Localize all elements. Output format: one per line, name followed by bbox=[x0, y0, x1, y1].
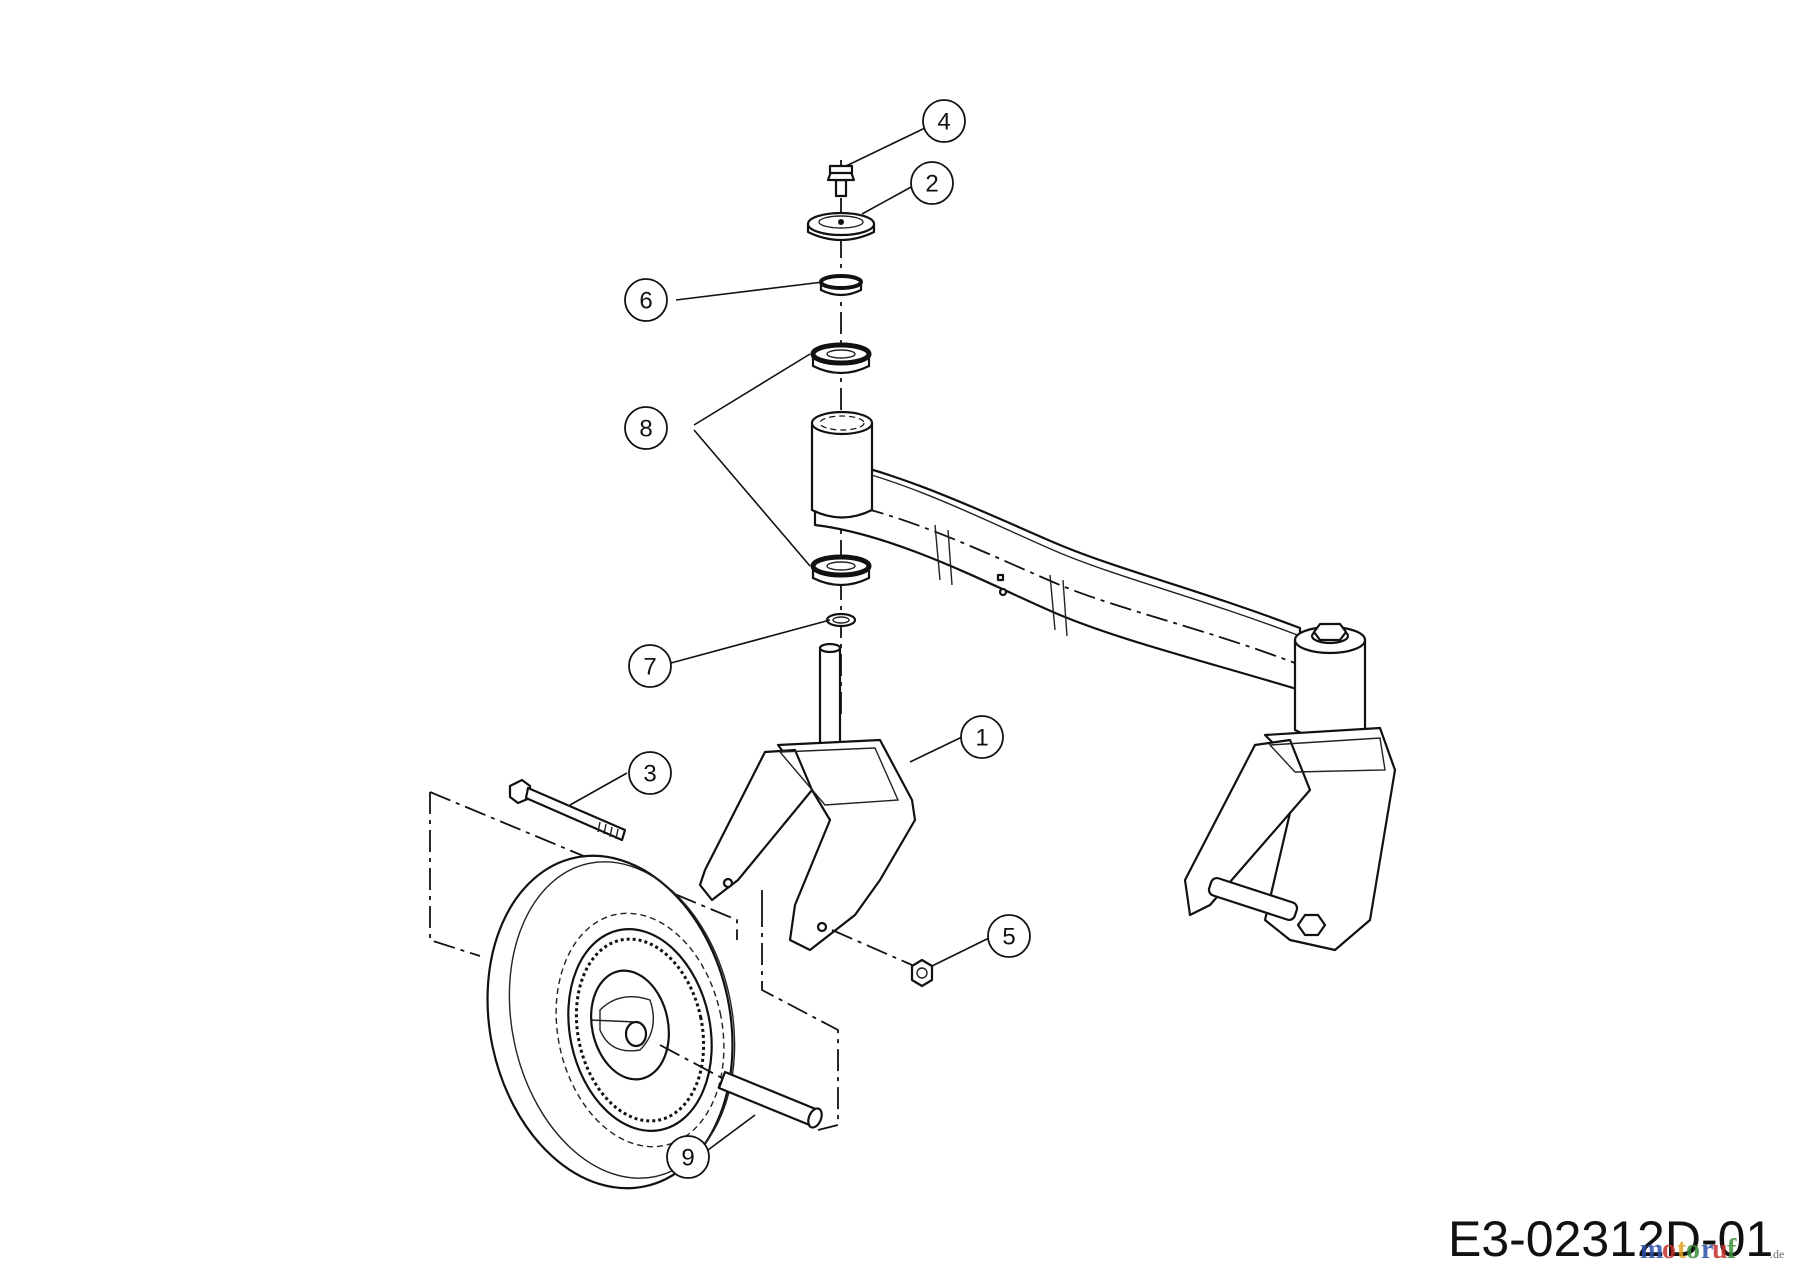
callout-4: 4 bbox=[922, 99, 966, 143]
leader-lines bbox=[569, 127, 990, 1151]
lower-bearing bbox=[810, 554, 872, 587]
right-pivot-tube bbox=[1293, 622, 1367, 740]
svg-text:t: t bbox=[1677, 1234, 1687, 1265]
callout-3-label: 3 bbox=[643, 761, 656, 788]
svg-text:u: u bbox=[1712, 1234, 1728, 1265]
svg-text:r: r bbox=[1701, 1234, 1713, 1265]
left-caster-fork bbox=[698, 642, 917, 952]
callout-4-label: 4 bbox=[937, 109, 950, 136]
callout-2: 2 bbox=[910, 161, 954, 205]
wheel-assembly-outline-front bbox=[761, 890, 839, 1131]
spacer-tube bbox=[659, 1044, 823, 1129]
callout-7-label: 7 bbox=[643, 654, 656, 681]
wheel-assembly-outline-back bbox=[429, 791, 738, 957]
svg-text:o: o bbox=[1662, 1234, 1676, 1265]
nut-axis-line bbox=[831, 929, 913, 966]
callout-7: 7 bbox=[628, 644, 672, 688]
dust-cap bbox=[806, 211, 876, 242]
washer bbox=[825, 612, 857, 628]
upper-bearing bbox=[810, 342, 872, 375]
drawing-number: E3-02312D-01 bbox=[1448, 1211, 1773, 1267]
svg-text:o: o bbox=[1686, 1234, 1700, 1265]
seal bbox=[819, 274, 863, 297]
svg-text:f: f bbox=[1727, 1234, 1737, 1265]
axle-bolt bbox=[508, 778, 627, 842]
left-pivot-tube bbox=[810, 410, 874, 519]
callout-5-label: 5 bbox=[1002, 924, 1015, 951]
callout-5: 5 bbox=[987, 914, 1031, 958]
callout-6: 6 bbox=[624, 278, 668, 322]
callout-9: 9 bbox=[666, 1135, 710, 1179]
top-bolt bbox=[826, 164, 856, 198]
callout-8-label: 8 bbox=[639, 416, 652, 443]
watermark-logo: m o t o r u f .de bbox=[1640, 1234, 1784, 1265]
front-axle-beam bbox=[813, 454, 1302, 692]
callout-8: 8 bbox=[624, 406, 668, 450]
callout-3: 3 bbox=[628, 751, 672, 795]
caster-wheel bbox=[486, 854, 736, 1190]
callout-9-label: 9 bbox=[681, 1145, 694, 1172]
svg-text:m: m bbox=[1640, 1234, 1663, 1265]
svg-text:.de: .de bbox=[1770, 1247, 1784, 1261]
callout-2-label: 2 bbox=[925, 171, 938, 198]
right-caster-fork bbox=[1183, 726, 1397, 952]
callout-1: 1 bbox=[960, 715, 1004, 759]
callout-1-label: 1 bbox=[975, 725, 988, 752]
lock-nut bbox=[910, 958, 934, 988]
callout-6-label: 6 bbox=[639, 288, 652, 315]
